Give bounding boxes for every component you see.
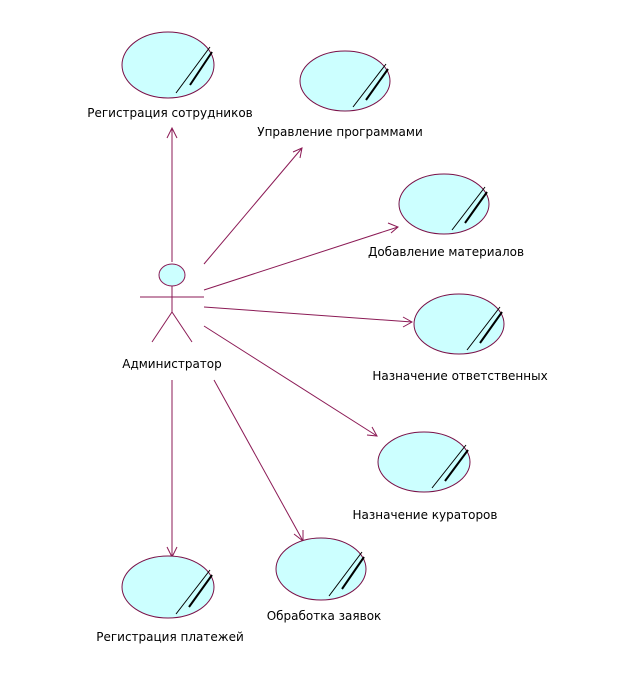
use-case-label: Обработка заявок [267, 609, 382, 623]
use-case-requests[interactable]: Обработка заявок [267, 537, 382, 623]
use-case-label: Управление программами [257, 125, 423, 139]
use-case-reg-staff[interactable]: Регистрация сотрудников [87, 31, 253, 120]
use-case-ellipse [121, 31, 215, 99]
use-case-responsible[interactable]: Назначение ответственных [372, 293, 548, 383]
association-reg-staff[interactable] [166, 126, 178, 262]
use-case-ellipse [413, 293, 505, 355]
association-responsible[interactable] [203, 306, 414, 328]
use-case-label: Добавление материалов [368, 245, 524, 259]
use-case-ellipse [121, 555, 215, 619]
use-case-label: Назначение кураторов [353, 508, 498, 522]
association-programs[interactable] [203, 147, 303, 265]
association-requests[interactable] [213, 379, 304, 543]
use-case-label: Регистрация платежей [96, 630, 244, 644]
actor-right-leg [171, 311, 193, 343]
use-case-ellipse [275, 537, 367, 601]
actor-administrator[interactable]: Администратор [122, 263, 222, 371]
association-curators[interactable] [203, 325, 378, 437]
use-case-payments[interactable]: Регистрация платежей [96, 555, 244, 644]
use-case-programs[interactable]: Управление программами [257, 50, 423, 139]
use-case-ellipse [299, 50, 391, 112]
use-case-ellipse [377, 431, 471, 493]
association-payments[interactable] [166, 380, 178, 559]
use-case-label: Назначение ответственных [372, 369, 547, 383]
actor-label: Администратор [122, 357, 222, 371]
use-case-ellipse [398, 173, 490, 235]
association-materials[interactable] [203, 222, 399, 291]
use-case-materials[interactable]: Добавление материалов [368, 173, 524, 259]
associations [166, 126, 414, 559]
actor-left-leg [151, 311, 173, 343]
actor-head [158, 263, 186, 287]
use-case-curators[interactable]: Назначение кураторов [353, 431, 498, 522]
use-case-label: Регистрация сотрудников [87, 106, 253, 120]
